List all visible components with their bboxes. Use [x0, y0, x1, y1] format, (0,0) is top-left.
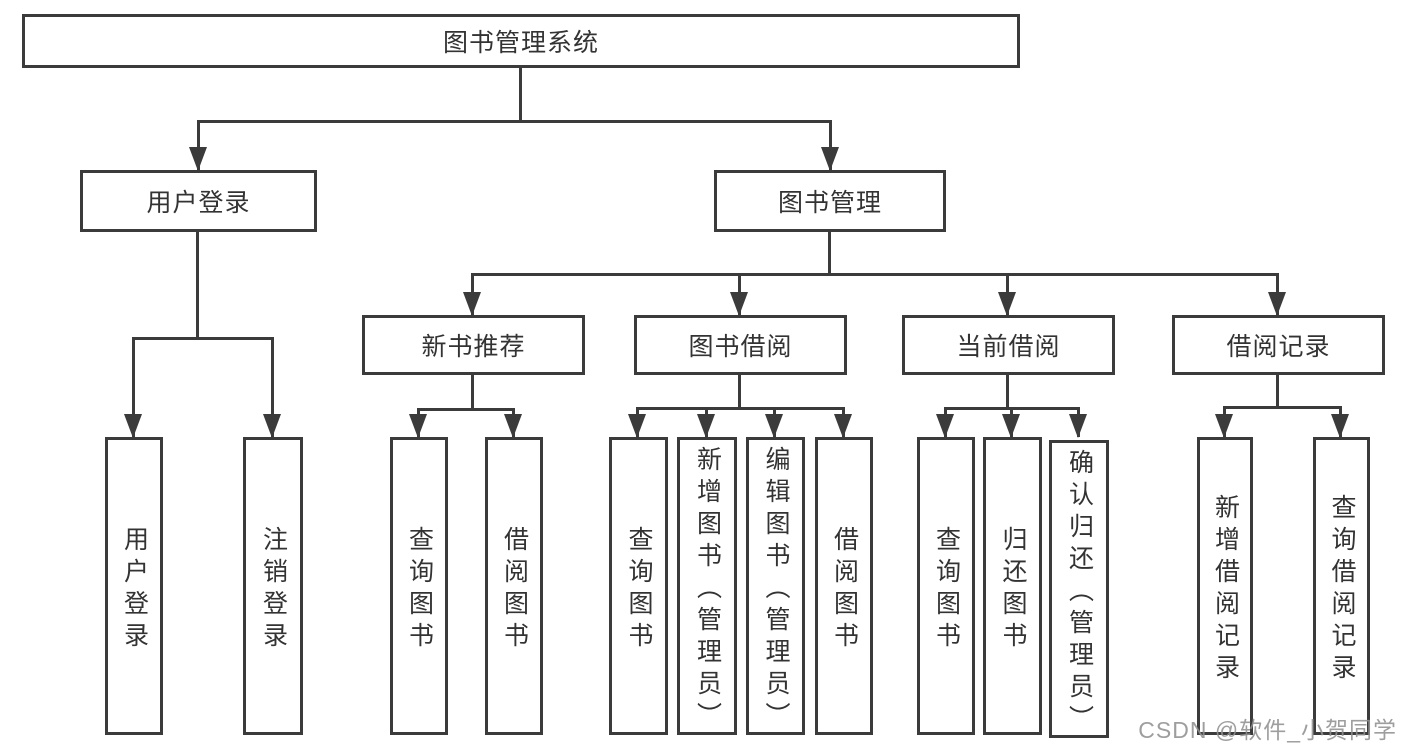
- node-label: 新增借阅记录: [1211, 493, 1240, 686]
- arrowhead-icon: [1268, 292, 1286, 316]
- connector-line: [1276, 375, 1279, 406]
- arrowhead-icon: [124, 414, 142, 438]
- node-label: 用户登录: [146, 189, 251, 217]
- arrow-connector: [504, 408, 522, 438]
- arrowhead-icon: [628, 414, 646, 438]
- arrowhead-icon: [189, 147, 207, 171]
- arrowhead-icon: [821, 147, 839, 171]
- node-user-login: 用户登录: [80, 170, 317, 232]
- node-label: 查询图书: [625, 525, 653, 654]
- connector-line: [133, 337, 274, 340]
- leaf-add-borrow-record: 新增借阅记录: [1197, 437, 1253, 735]
- arrowhead-icon: [697, 414, 715, 438]
- node-label: 借阅记录: [1226, 333, 1331, 361]
- arrow-connector: [730, 273, 748, 316]
- node-label: 用户登录: [120, 525, 149, 654]
- connector-line: [196, 232, 199, 337]
- arrow-connector: [628, 407, 646, 438]
- leaf-query-books-borrow: 查询图书: [609, 437, 668, 735]
- connector-line: [1006, 375, 1009, 407]
- node-label: 新增图书（管理员）: [693, 445, 722, 734]
- arrow-connector: [1331, 406, 1349, 438]
- arrowhead-icon: [1331, 414, 1349, 438]
- arrowhead-icon: [1002, 414, 1020, 438]
- leaf-edit-book-admin: 编辑图书（管理员）: [746, 437, 805, 735]
- node-label: 借阅图书: [500, 525, 529, 654]
- connector-line: [828, 232, 831, 273]
- connector-line: [738, 375, 741, 407]
- connector-line: [199, 120, 831, 123]
- arrowhead-icon: [409, 414, 427, 438]
- arrow-connector: [1069, 407, 1087, 438]
- arrow-connector: [936, 407, 954, 438]
- leaf-query-borrow-record: 查询借阅记录: [1313, 437, 1370, 735]
- node-label: 图书管理系统: [442, 29, 599, 57]
- node-label: 查询图书: [932, 525, 961, 654]
- arrowhead-icon: [730, 292, 748, 316]
- node-label: 查询图书: [405, 525, 434, 654]
- arrowhead-icon: [463, 292, 481, 316]
- arrowhead-icon: [1215, 414, 1233, 438]
- node-new-book-recommend: 新书推荐: [362, 315, 585, 375]
- node-label: 编辑图书（管理员）: [762, 445, 790, 734]
- leaf-query-books-recommend: 查询图书: [390, 437, 448, 735]
- node-label: 查询借阅记录: [1328, 493, 1356, 686]
- leaf-return-book: 归还图书: [983, 437, 1042, 735]
- node-library-system: 图书管理系统: [22, 14, 1020, 68]
- arrowhead-icon: [834, 414, 852, 438]
- arrowhead-icon: [936, 414, 954, 438]
- arrow-connector: [409, 408, 427, 438]
- node-label: 图书借阅: [688, 333, 793, 361]
- arrowhead-icon: [1069, 414, 1087, 438]
- leaf-query-books-current: 查询图书: [917, 437, 975, 735]
- node-label: 当前借阅: [956, 333, 1061, 361]
- node-book-borrow: 图书借阅: [634, 315, 847, 375]
- arrow-connector: [765, 407, 783, 438]
- node-current-borrow: 当前借阅: [902, 315, 1115, 375]
- arrow-connector: [1002, 407, 1020, 438]
- arrowhead-icon: [765, 414, 783, 438]
- arrow-connector: [124, 337, 142, 438]
- arrowhead-icon: [504, 414, 522, 438]
- connector-line: [471, 375, 474, 408]
- leaf-logout: 注销登录: [243, 437, 303, 735]
- node-label: 新书推荐: [421, 333, 526, 361]
- arrow-connector: [821, 120, 839, 171]
- arrow-connector: [189, 120, 207, 171]
- arrow-connector: [834, 407, 852, 438]
- node-book-management: 图书管理: [714, 170, 946, 232]
- leaf-confirm-return-admin: 确认归还（管理员）: [1049, 440, 1109, 738]
- connector-line: [519, 68, 522, 120]
- connector-line: [472, 273, 1279, 276]
- arrow-connector: [463, 273, 481, 316]
- node-label: 借阅图书: [830, 525, 859, 654]
- arrowhead-icon: [998, 292, 1016, 316]
- leaf-add-book-admin: 新增图书（管理员）: [677, 437, 737, 735]
- node-borrow-records: 借阅记录: [1172, 315, 1385, 375]
- arrow-connector: [1215, 406, 1233, 438]
- node-label: 注销登录: [259, 525, 288, 654]
- node-label: 归还图书: [999, 525, 1027, 654]
- arrowhead-icon: [263, 414, 281, 438]
- connector-line: [637, 407, 845, 410]
- arrow-connector: [697, 407, 715, 438]
- arrow-connector: [263, 337, 281, 438]
- connector-line: [418, 408, 515, 411]
- csdn-watermark: CSDN @软件_小贺同学: [1138, 717, 1397, 743]
- arrow-connector: [998, 273, 1016, 316]
- node-label: 确认归还（管理员）: [1065, 448, 1094, 737]
- leaf-user-login: 用户登录: [105, 437, 163, 735]
- connector-line: [1224, 406, 1342, 409]
- leaf-borrow-books: 借阅图书: [815, 437, 873, 735]
- leaf-borrow-books-recommend: 借阅图书: [485, 437, 543, 735]
- arrow-connector: [1268, 273, 1286, 316]
- node-label: 图书管理: [777, 189, 882, 217]
